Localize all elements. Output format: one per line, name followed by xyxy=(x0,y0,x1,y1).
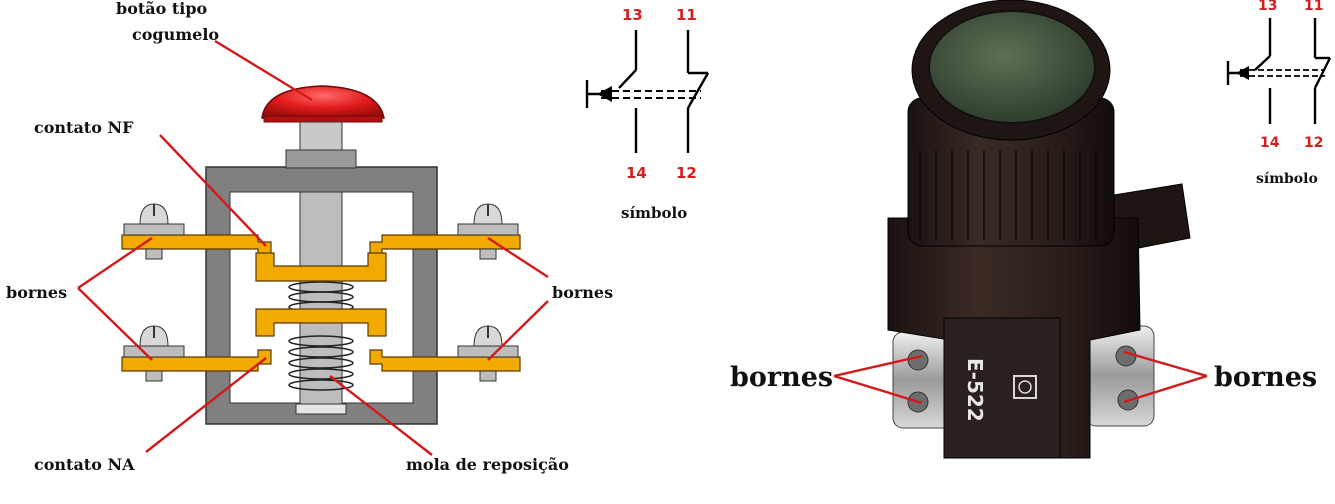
terminal-13-label-2: 13 xyxy=(1258,0,1277,14)
na-contact-label: contato NA xyxy=(34,455,135,474)
terminal-14-label-2: 14 xyxy=(1260,135,1280,151)
photo-bornes-left-label: bornes xyxy=(730,362,833,393)
photo-bornes-right-label: bornes xyxy=(1214,362,1317,393)
actuator-arrow xyxy=(597,86,612,102)
return-spring xyxy=(288,281,354,391)
na-moving-bridge xyxy=(255,308,387,337)
leader-lines-left xyxy=(77,39,549,456)
cap-label-line1: botão tipo xyxy=(116,0,208,18)
bornes-right-label: bornes xyxy=(552,283,613,302)
green-button-top xyxy=(928,10,1096,124)
terminal-12-label: 12 xyxy=(676,164,697,182)
terminal-screw-top-left xyxy=(123,203,185,260)
nf-contact-label: contato NF xyxy=(34,118,134,137)
terminal-screw-bottom-right xyxy=(457,325,519,382)
contact-symbol-2: 13 11 14 12 símbolo xyxy=(1226,0,1332,187)
pushbutton-cutaway-diagram: botão tipo cogumelo contato NF bornes bo… xyxy=(6,0,613,474)
na-left-strip xyxy=(121,349,272,372)
symbol-caption-2: símbolo xyxy=(1256,171,1318,187)
terminal-13-label: 13 xyxy=(622,6,643,24)
terminal-screw-top-right xyxy=(457,203,519,260)
na-contact-assembly xyxy=(121,308,521,372)
terminal-11-label: 11 xyxy=(676,6,697,24)
mushroom-cap xyxy=(261,85,385,123)
contact-symbol-1: 13 11 14 12 símbolo xyxy=(585,6,710,222)
spring-label: mola de reposição xyxy=(406,455,569,474)
bornes-left-label: bornes xyxy=(6,283,67,302)
nf-contact-assembly xyxy=(121,234,521,282)
nf-moving-bridge xyxy=(255,252,387,282)
pushbutton-photo: E-522 xyxy=(887,0,1191,459)
terminal-screw-bottom-left xyxy=(123,325,185,382)
symbol-caption: símbolo xyxy=(621,204,687,222)
terminal-12-label-2: 12 xyxy=(1304,135,1323,151)
cap-label-line2: cogumelo xyxy=(132,25,219,44)
plunger-stem xyxy=(285,121,357,415)
terminal-11-label-2: 11 xyxy=(1304,0,1323,14)
model-text: E-522 xyxy=(963,358,987,422)
actuator-arrow-2 xyxy=(1236,66,1249,80)
photo-leaders xyxy=(833,350,1208,405)
terminal-14-label: 14 xyxy=(626,164,647,182)
na-right-strip xyxy=(369,349,521,372)
